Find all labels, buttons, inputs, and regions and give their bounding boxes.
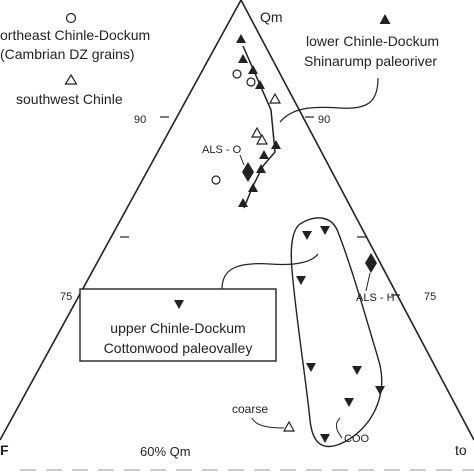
als-h-diamond-icon: [365, 253, 377, 273]
coo-leader: [335, 417, 343, 439]
bottom-label-60qm: 60% Qm: [140, 444, 191, 459]
legend-filled-triangle-icon: [379, 14, 391, 24]
apex-label-qm: Qm: [260, 9, 283, 25]
triangle-right-edge: [240, 0, 474, 441]
als-h-leader: [365, 272, 371, 292]
label-coarse: coarse: [232, 402, 268, 416]
legend-upper-line1: upper Chinle-Dockum: [110, 320, 245, 336]
tick-label-right-75: 75: [424, 291, 436, 303]
northeast-points: [211, 69, 256, 185]
legend-lower-line1: lower Chinle-Dockum: [306, 33, 439, 49]
legend-open-circle-icon: [65, 12, 77, 24]
lower-chinle-trend-line: [242, 45, 276, 209]
label-als-h: ALS - H: [356, 292, 395, 304]
als-o-leader: [239, 154, 245, 166]
southwest-chinle-points: [250, 92, 296, 432]
als-o-diamond-icon: [242, 162, 254, 182]
legend-northeast-line1: ortheast Chinle-Dockum: [0, 27, 150, 43]
leader-line-lower: [279, 77, 379, 123]
leader-line-upper: [221, 253, 319, 290]
corner-label-right: to: [455, 442, 467, 458]
lower-chinle-points: [236, 34, 281, 207]
legend-open-triangle-icon: [64, 73, 78, 85]
corner-label-f: F: [0, 442, 9, 458]
triangle-left-edge: [0, 0, 242, 441]
legend-upper-line2: Cottonwood paleovalley: [104, 340, 253, 356]
legend-northeast-line2: (Cambrian DZ grains): [0, 46, 135, 62]
legend-down-triangle-icon: [174, 300, 184, 309]
coarse-leader: [251, 417, 285, 429]
tick-label-right-90: 90: [318, 114, 330, 126]
label-als-o: ALS - O: [202, 144, 242, 156]
label-coo: COO: [344, 433, 370, 445]
tick-label-left-75: 75: [60, 291, 72, 303]
legend-lower-line2: Shinarump paleoriver: [304, 53, 437, 69]
upper-chinle-envelope: [290, 217, 383, 448]
upper-chinle-points: [296, 226, 385, 443]
tick-label-left-90: 90: [134, 114, 146, 126]
legend-southwest: southwest Chinle: [16, 91, 123, 107]
